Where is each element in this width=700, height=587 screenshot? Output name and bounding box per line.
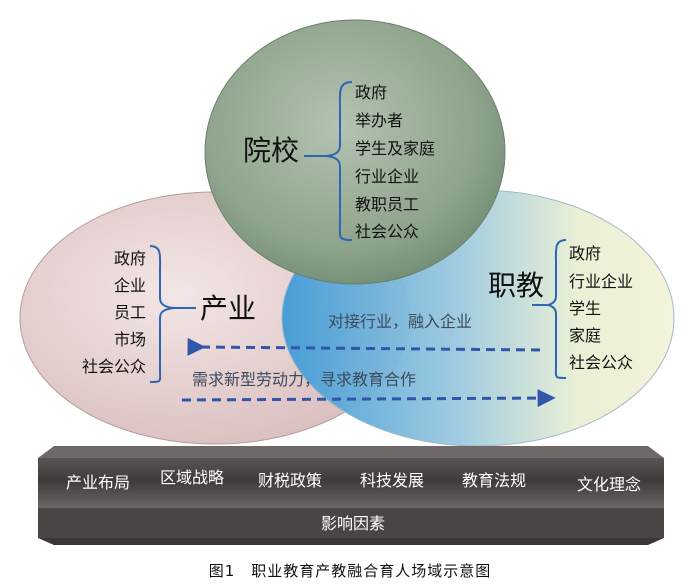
factor-item: 科技发展 — [360, 471, 424, 490]
school-item: 政府 — [355, 83, 387, 102]
factor-item: 文化理念 — [577, 475, 641, 494]
school-item: 行业企业 — [355, 167, 419, 186]
school-items: 政府 举办者 学生及家庭 行业企业 教职员工 社会公众 — [355, 83, 435, 241]
vocational-item: 行业企业 — [569, 272, 633, 291]
factors-bar-top-bevel — [38, 446, 664, 458]
factor-items: 产业布局 区域战略 财税政策 科技发展 教育法规 文化理念 — [66, 468, 641, 494]
industry-item: 员工 — [114, 303, 146, 322]
vocational-item: 学生 — [569, 299, 601, 318]
vocational-item: 社会公众 — [569, 353, 633, 372]
industry-item: 政府 — [114, 249, 146, 268]
vocational-item: 家庭 — [569, 326, 601, 345]
school-item: 举办者 — [355, 111, 403, 130]
industry-title: 产业 — [200, 292, 256, 325]
industry-item: 市场 — [114, 330, 146, 349]
factors-label: 影响因素 — [321, 514, 385, 533]
vocational-title: 职教 — [488, 269, 544, 302]
arrow-right — [181, 389, 556, 408]
industry-item: 企业 — [114, 276, 146, 295]
factor-item: 产业布局 — [66, 473, 130, 492]
industry-items: 政府 企业 员工 市场 社会公众 — [82, 249, 146, 376]
school-ellipse — [204, 19, 506, 285]
school-title: 院校 — [243, 134, 299, 167]
factor-item: 教育法规 — [462, 471, 526, 490]
arrow-left — [187, 337, 541, 356]
arrow-bottom-label: 需求新型劳动力，寻求教育合作 — [192, 370, 416, 389]
arrow-top-label: 对接行业，融入企业 — [328, 312, 472, 331]
factors-bar — [38, 446, 664, 545]
vocational-brace — [547, 239, 567, 379]
school-item: 社会公众 — [355, 222, 419, 241]
factors-bar-label-band — [38, 508, 664, 538]
school-item: 教职员工 — [355, 195, 419, 214]
school-item: 学生及家庭 — [355, 139, 435, 158]
factors-bar-bottom-bevel — [38, 538, 664, 545]
factors-bar-body — [38, 458, 664, 508]
vocational-item: 政府 — [569, 244, 601, 263]
figure-caption: 图1 职业教育产教融合育人场域示意图 — [208, 562, 492, 580]
industry-item: 社会公众 — [82, 357, 146, 376]
factor-item: 区域战略 — [160, 468, 224, 487]
vocational-items: 政府 行业企业 学生 家庭 社会公众 — [569, 244, 633, 372]
factor-item: 财税政策 — [258, 471, 322, 490]
